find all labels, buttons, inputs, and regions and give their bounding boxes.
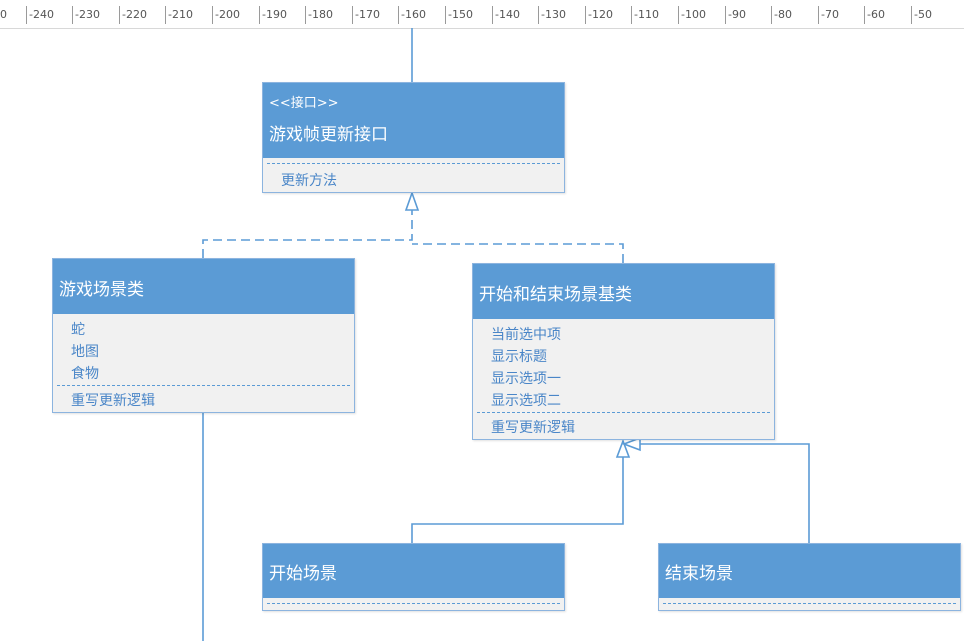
ruler-tick	[911, 6, 912, 24]
method-item: 更新方法	[281, 173, 337, 189]
section-divider	[267, 163, 560, 164]
horizontal-ruler: -250 -240 -230 -220 -210 -200 -190 -180 -170 -160…	[0, 0, 964, 29]
inheritance-end-scene	[640, 443, 810, 543]
arrowhead-interface	[404, 190, 420, 211]
ruler-tick	[165, 6, 166, 24]
inheritance-start-scene	[411, 457, 624, 543]
ruler-tick	[72, 6, 73, 24]
ruler-tick	[445, 6, 446, 24]
attribute-item: 显示标题	[491, 349, 547, 365]
start-end-base-body: 当前选中项 显示标题 显示选项一 显示选项二 重写更新逻辑	[473, 319, 774, 439]
arrowhead-base-from-end	[621, 436, 641, 452]
ruler-tick	[585, 6, 586, 24]
ruler-label: -200	[215, 8, 240, 21]
realization-game-scene	[202, 210, 413, 258]
start-end-base-name: 开始和结束场景基类	[479, 285, 632, 305]
ruler-label: -60	[867, 8, 885, 21]
end-scene-name: 结束场景	[665, 564, 733, 584]
end-scene-class-box[interactable]: 结束场景	[658, 543, 961, 611]
end-scene-body	[659, 598, 960, 610]
start-scene-body	[263, 598, 564, 610]
ruler-label: -210	[168, 8, 193, 21]
end-scene-header: 结束场景	[659, 544, 960, 598]
ruler-tick	[398, 6, 399, 24]
ruler-label: -100	[681, 8, 706, 21]
ruler-tick	[864, 6, 865, 24]
ruler-label: -160	[401, 8, 426, 21]
ruler-label: -170	[355, 8, 380, 21]
interface-methods-section: 更新方法	[263, 158, 564, 192]
ruler-label: -120	[588, 8, 613, 21]
ruler-label: -230	[75, 8, 100, 21]
attribute-item: 当前选中项	[491, 327, 561, 343]
attribute-item: 地图	[71, 344, 99, 360]
ruler-tick	[352, 6, 353, 24]
start-end-base-header: 开始和结束场景基类	[473, 264, 774, 319]
ruler-tick	[678, 6, 679, 24]
ruler-label: -240	[29, 8, 54, 21]
interface-stereotype: <<接口>>	[269, 96, 339, 111]
ruler-label: -110	[634, 8, 659, 21]
start-scene-name: 开始场景	[269, 564, 337, 584]
game-scene-class-box[interactable]: 游戏场景类 蛇 地图 食物 重写更新逻辑	[52, 258, 355, 413]
interface-class-box[interactable]: <<接口>> 游戏帧更新接口 更新方法	[262, 82, 565, 193]
ruler-tick	[259, 6, 260, 24]
game-scene-header: 游戏场景类	[53, 259, 354, 314]
realization-start-end-base	[412, 243, 624, 263]
interface-header: <<接口>> 游戏帧更新接口	[263, 83, 564, 158]
section-divider	[663, 603, 956, 604]
ruler-label: -190	[262, 8, 287, 21]
ruler-label: -90	[728, 8, 746, 21]
ruler-label: -50	[914, 8, 932, 21]
start-scene-class-box[interactable]: 开始场景	[262, 543, 565, 611]
ruler-tick	[725, 6, 726, 24]
ruler-label: -140	[495, 8, 520, 21]
ruler-tick	[771, 6, 772, 24]
ruler-label: -220	[122, 8, 147, 21]
start-end-base-class-box[interactable]: 开始和结束场景基类 当前选中项 显示标题 显示选项一 显示选项二 重写更新逻辑	[472, 263, 775, 440]
ruler-tick	[119, 6, 120, 24]
section-divider	[477, 412, 770, 413]
ruler-label: -150	[448, 8, 473, 21]
start-scene-header: 开始场景	[263, 544, 564, 598]
arrowhead-base-from-start	[615, 438, 631, 458]
attribute-item: 显示选项二	[491, 393, 561, 409]
ruler-label: -130	[541, 8, 566, 21]
ruler-label: -180	[308, 8, 333, 21]
game-scene-name: 游戏场景类	[59, 280, 144, 300]
attribute-item: 食物	[71, 366, 99, 382]
ruler-tick	[212, 6, 213, 24]
game-scene-body: 蛇 地图 食物 重写更新逻辑	[53, 314, 354, 412]
section-divider	[57, 385, 350, 386]
ruler-tick	[26, 6, 27, 24]
ruler-tick	[631, 6, 632, 24]
method-item: 重写更新逻辑	[491, 420, 575, 436]
attribute-item: 显示选项一	[491, 371, 561, 387]
ruler-label: -70	[821, 8, 839, 21]
ruler-label: -250	[0, 8, 7, 21]
ruler-tick	[492, 6, 493, 24]
ruler-tick	[305, 6, 306, 24]
interface-name: 游戏帧更新接口	[269, 125, 388, 145]
ruler-tick	[538, 6, 539, 24]
ruler-tick	[818, 6, 819, 24]
ruler-label: -80	[774, 8, 792, 21]
section-divider	[267, 603, 560, 604]
attribute-item: 蛇	[71, 322, 85, 338]
method-item: 重写更新逻辑	[71, 393, 155, 409]
